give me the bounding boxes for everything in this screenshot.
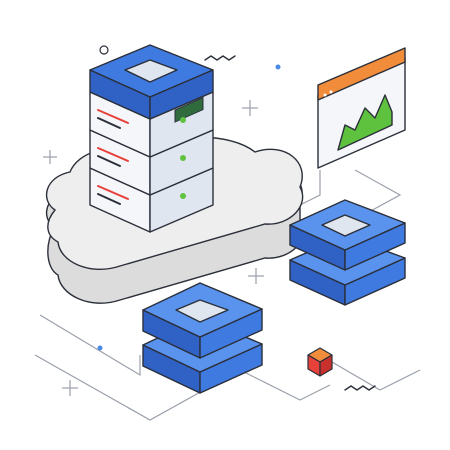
accent-dots	[97, 45, 281, 351]
server-rack-icon	[89, 44, 214, 233]
cube-icon	[307, 347, 333, 377]
storage-stack-right	[289, 199, 406, 306]
analytics-window-icon	[317, 47, 406, 169]
sparkle-icon	[43, 100, 264, 396]
squiggle-icon	[204, 55, 376, 391]
rack-status-lights	[174, 96, 204, 199]
storage-stack-bottom	[142, 282, 263, 394]
rack-indicators	[97, 109, 129, 205]
